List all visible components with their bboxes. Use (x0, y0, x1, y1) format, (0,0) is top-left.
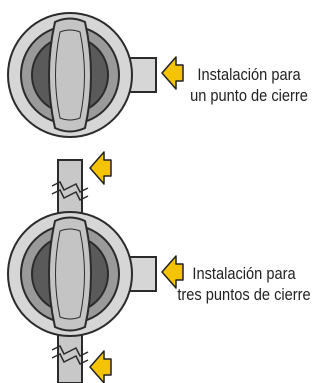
arrow-left-icon (161, 56, 184, 90)
arrow-left-icon (161, 255, 184, 289)
three-point-lock-unit (7, 151, 184, 383)
single-point-lock-unit (7, 12, 184, 138)
label-line: Instalación para (197, 65, 301, 84)
top-rod-break (51, 180, 89, 202)
lock-cylinder-handle-icon (48, 17, 92, 133)
single-point-installation-label: Instalación para un punto de cierre (185, 64, 314, 106)
lock-cylinder-handle-icon (48, 216, 92, 332)
arrow-left-icon (89, 350, 112, 383)
bottom-rod-break (51, 344, 89, 366)
three-point-installation-label: Instalación para tres puntos de cierre (172, 263, 316, 305)
label-line: tres puntos de cierre (177, 285, 311, 304)
label-line: un punto de cierre (190, 86, 308, 105)
arrow-left-icon (89, 151, 112, 185)
label-line: Instalación para (192, 264, 296, 283)
